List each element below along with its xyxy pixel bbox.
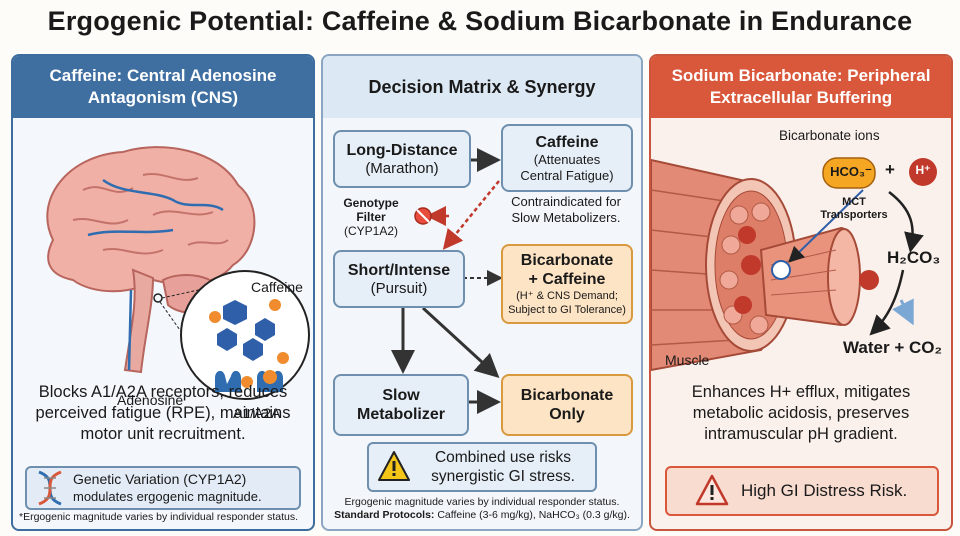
caffeine-summary-line3: motor unit recruitment.: [80, 425, 246, 443]
combo-sub2: Subject to GI Tolerance): [508, 304, 626, 316]
combo-sub1: (H⁺ & CNS Demand;: [516, 290, 618, 302]
bicarb-panel-header: Sodium Bicarbonate: Peripheral Extracell…: [651, 56, 951, 118]
caffeine-label: Caffeine: [251, 279, 303, 295]
bicarbonate-ions-label: Bicarbonate ions: [779, 128, 880, 143]
caffeine-footnote: *Ergogenic magnitude varies by individua…: [19, 511, 298, 523]
flow-arrows: [391, 148, 503, 414]
bicarb-only-line1: Bicarbonate: [520, 387, 614, 404]
combo-title2: + Caffeine: [528, 271, 606, 288]
bicarb-summary-line2: metabolic acidosis, preserves: [692, 404, 910, 422]
bicarb-summary: Enhances H+ efflux, mitigates metabolic …: [651, 382, 951, 445]
matrix-panel-header: Decision Matrix & Synergy: [323, 56, 641, 118]
contraindicated-note: Contraindicated for Slow Metabolizers.: [497, 194, 635, 226]
receptor-icon: [215, 370, 241, 392]
mct-transporters-label: MCT Transporters: [799, 196, 909, 222]
protocols-text: Caffeine (3-6 mg/kg), NaHCO₃ (0.3 g/kg).: [437, 509, 630, 521]
short-intense-sub: (Pursuit): [370, 279, 428, 297]
arrow-short-to-bicarb: [421, 306, 500, 379]
caffeine-option-sub1: (Attenuates: [533, 151, 601, 167]
brain-icon: [46, 146, 256, 293]
gi-distress-risk-box: High GI Distress Risk.: [665, 466, 939, 516]
combo-title1: Bicarbonate: [520, 252, 614, 269]
adenosine-label: Adenosine: [117, 392, 183, 408]
matrix-footer-line1: Ergogenic magnitude varies by individual…: [344, 496, 620, 508]
genetic-line2: modulates ergogenic magnitude.: [73, 489, 262, 504]
water-co2-label: Water + CO₂: [843, 338, 943, 357]
genetic-variation-box: Genetic Variation (CYP1A2) modulates erg…: [25, 466, 301, 510]
dna-icon: [38, 470, 62, 506]
long-distance-title: Long-Distance: [346, 141, 458, 159]
caffeine-option-box: Caffeine (Attenuates Central Fatigue): [501, 124, 633, 192]
adenosine-molecule-icon: [209, 311, 221, 323]
short-intense-box: Short/Intense (Pursuit): [333, 250, 465, 308]
warning-icon: [695, 474, 729, 506]
caffeine-panel: Caffeine: Central Adenosine Antagonism (…: [11, 54, 315, 531]
warning-line1: Combined use risks: [434, 449, 572, 466]
long-distance-box: Long-Distance (Marathon): [333, 130, 471, 188]
bicarb-caffeine-box: Bicarbonate + Caffeine (H⁺ & CNS Demand;…: [501, 244, 633, 324]
caffeine-summary-line2: perceived fatigue (RPE), maintains: [35, 404, 291, 422]
caffeine-header-line2: Antagonism (CNS): [87, 88, 239, 107]
caffeine-molecule-icon: [223, 300, 247, 325]
arrow-caffeine-to-short: [442, 180, 500, 250]
h-plus-ion: H⁺: [915, 163, 931, 177]
caffeine-header-line1: Caffeine: Central Adenosine: [49, 66, 277, 85]
risk-label: High GI Distress Risk.: [741, 481, 908, 500]
slow-line2: Metabolizer: [356, 406, 445, 423]
brain-illustration: Caffeine Adenosine A1/A2A: [46, 146, 310, 420]
contra-line2: Slow Metabolizers.: [511, 210, 621, 225]
caffeine-option-sub2: Central Fatigue): [520, 167, 614, 183]
muscle-illustration: [651, 157, 937, 372]
bicarb-only-box: Bicarbonate Only: [501, 374, 633, 436]
genotype-line2: Filter: [356, 210, 386, 224]
h2co3-label: H₂CO₃: [887, 248, 941, 267]
receptor-label: A1/A2A: [233, 405, 281, 420]
caffeine-option-title: Caffeine: [535, 133, 599, 151]
hco3-label: HCO₃⁻: [830, 164, 872, 179]
bicarb-summary-line1: Enhances H+ efflux, mitigates: [691, 383, 911, 401]
caffeine-summary: Blocks A1/A2A receptors, reduces perceiv…: [13, 382, 313, 445]
short-intense-title: Short/Intense: [347, 261, 451, 279]
contra-line1: Contraindicated for: [511, 194, 621, 209]
decision-matrix-panel: Decision Matrix & Synergy Long-Distance …: [321, 54, 643, 531]
long-distance-sub: (Marathon): [365, 159, 439, 177]
genotype-filter-label: Genotype Filter (CYP1A2): [331, 196, 411, 238]
protocols-label: Standard Protocols:: [334, 509, 435, 521]
slow-line1: Slow: [382, 387, 420, 404]
bicarbonate-panel: Sodium Bicarbonate: Peripheral Extracell…: [649, 54, 953, 531]
genotype-line1: Genotype: [343, 196, 399, 210]
caffeine-panel-header: Caffeine: Central Adenosine Antagonism (…: [13, 56, 313, 118]
caffeine-summary-line1: Blocks A1/A2A receptors, reduces: [38, 383, 288, 401]
bicarb-header-line2: Extracellular Buffering: [709, 88, 893, 107]
genotype-line3: (CYP1A2): [343, 224, 399, 238]
muscle-label: Muscle: [665, 352, 710, 368]
plus-sign: +: [885, 160, 895, 179]
slow-metabolizer-box: Slow Metabolizer: [333, 374, 469, 436]
warning-icon: [378, 451, 410, 481]
page-title: Ergogenic Potential: Caffeine & Sodium B…: [47, 6, 913, 36]
bicarb-header-line1: Sodium Bicarbonate: Peripheral: [671, 66, 931, 85]
bicarb-summary-line3: intramuscular pH gradient.: [704, 425, 898, 443]
mct-line1: MCT: [842, 196, 866, 208]
mct-line2: Transporters: [820, 209, 888, 221]
gi-stress-warning-box: Combined use risks synergistic GI stress…: [367, 442, 597, 492]
matrix-footer: Ergogenic magnitude varies by individual…: [323, 496, 641, 522]
genetic-line1: Genetic Variation (CYP1A2): [73, 471, 247, 487]
warning-line2: synergistic GI stress.: [431, 468, 575, 485]
bicarb-only-line2: Only: [549, 406, 585, 423]
